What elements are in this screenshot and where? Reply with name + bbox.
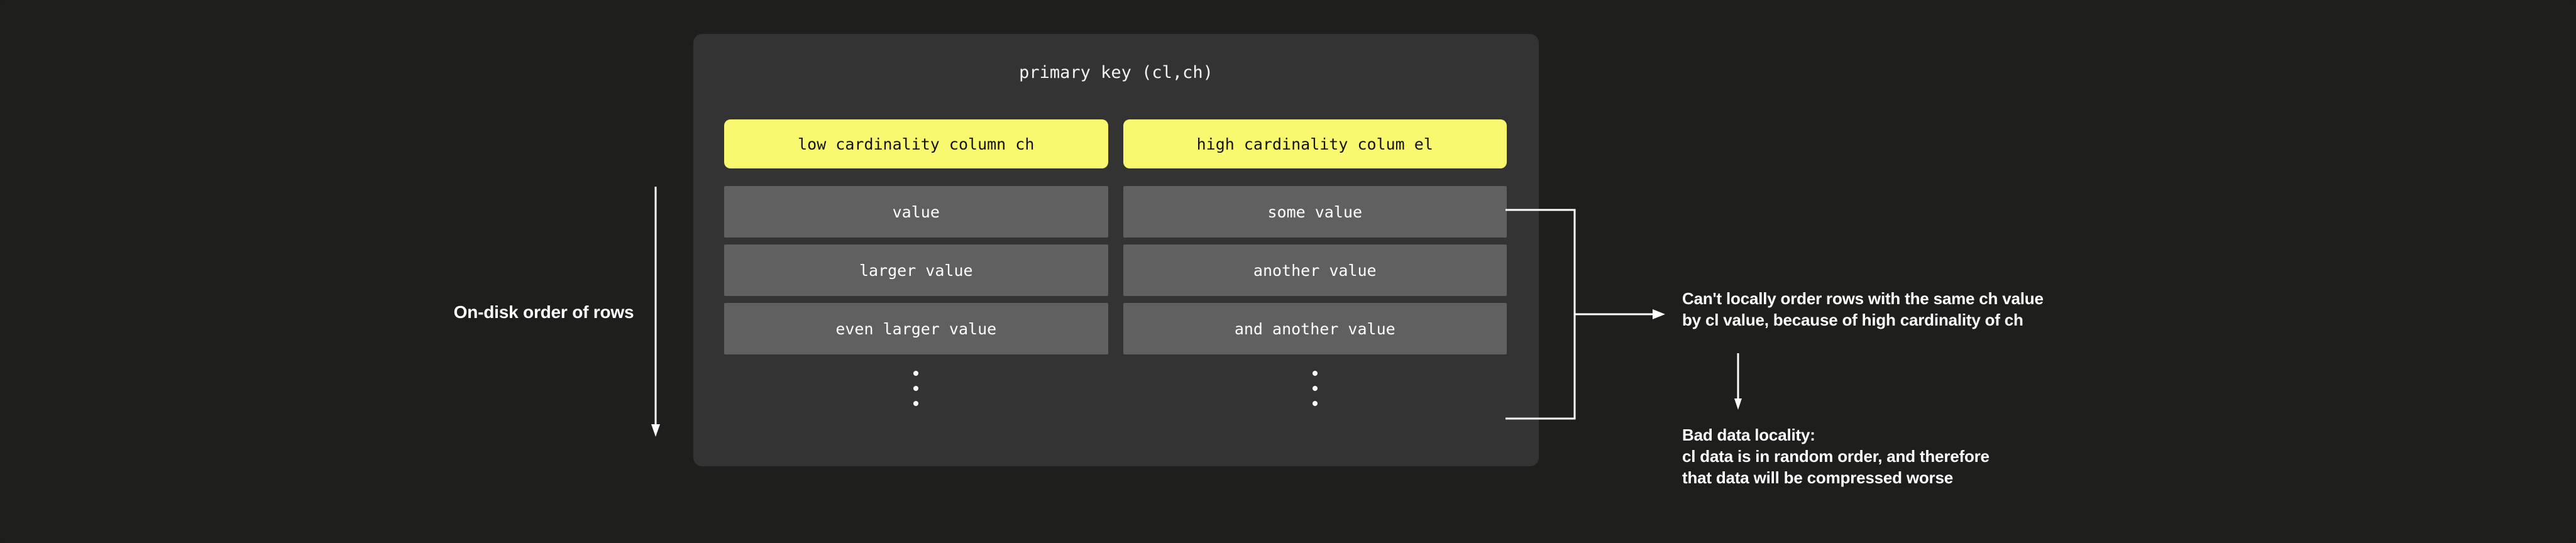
cell-right-1: another value — [1123, 244, 1507, 296]
note-locality-line-1: Bad data locality: — [1682, 425, 1815, 444]
note-cardinality-line-1: Can't locally order rows with the same c… — [1682, 289, 2044, 308]
table-row: larger value another value — [724, 244, 1507, 296]
cell-right-0: some value — [1123, 186, 1507, 238]
note-locality-line-2: cl data is in random order, and therefor… — [1682, 447, 1990, 466]
dot — [1312, 371, 1318, 376]
ellipsis-row — [724, 368, 1507, 409]
arrow-down-icon — [651, 187, 660, 437]
bracket-right-icon — [1505, 209, 1665, 420]
cell-left-1: larger value — [724, 244, 1108, 296]
note-locality: Bad data locality: cl data is in random … — [1682, 424, 1990, 488]
arrow-down-icon — [1734, 353, 1742, 410]
card-title: primary key (cl,ch) — [1019, 63, 1213, 82]
cell-left-2: even larger value — [724, 303, 1108, 354]
cell-left-0: value — [724, 186, 1108, 238]
dot — [1312, 386, 1318, 391]
column-header-row: low cardinality column ch high cardinali… — [724, 119, 1507, 176]
vertical-ellipsis-icon — [724, 368, 1108, 409]
note-locality-line-3: that data will be compressed worse — [1682, 468, 1953, 487]
column-header-low-cardinality: low cardinality column ch — [724, 119, 1108, 168]
cell-right-2: and another value — [1123, 303, 1507, 354]
table-row: value some value — [724, 186, 1507, 238]
dot — [913, 401, 919, 406]
dot — [1312, 401, 1318, 406]
dot — [913, 386, 919, 391]
note-cardinality-line-2: by cl value, because of high cardinality… — [1682, 310, 2023, 329]
column-header-high-cardinality: high cardinality colum el — [1123, 119, 1507, 168]
columns-grid: low cardinality column ch high cardinali… — [724, 119, 1507, 409]
dot — [913, 371, 919, 376]
on-disk-order-label: On-disk order of rows — [453, 302, 634, 322]
note-cardinality: Can't locally order rows with the same c… — [1682, 288, 2044, 331]
table-row: even larger value and another value — [724, 303, 1507, 354]
primary-key-card: primary key (cl,ch) low cardinality colu… — [693, 34, 1539, 466]
vertical-ellipsis-icon — [1123, 368, 1507, 409]
